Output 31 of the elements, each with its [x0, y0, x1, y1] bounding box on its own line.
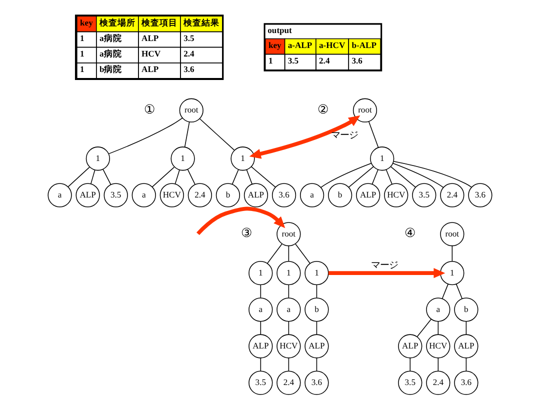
label: output: [267, 25, 292, 36]
label: ①: [143, 102, 154, 116]
label: 3.5: [183, 32, 194, 43]
label: b病院: [99, 64, 122, 74]
label: a病院: [99, 32, 122, 43]
label: b-ALP: [351, 40, 376, 50]
label: 2.4: [318, 55, 330, 66]
label: 検査項目: [141, 17, 178, 28]
label: 1: [80, 32, 84, 43]
label: key: [268, 40, 281, 50]
label: 3.6: [183, 64, 194, 74]
label: a-ALP: [287, 40, 312, 50]
label: ALP: [141, 32, 158, 43]
label: 3.5: [287, 55, 298, 66]
label: ②: [316, 102, 328, 116]
label: HCV: [141, 48, 160, 58]
label: 3.6: [351, 55, 362, 66]
label: 1: [80, 48, 84, 58]
label: ALP: [141, 64, 158, 74]
label: 2.4: [183, 48, 194, 58]
label: key: [80, 17, 92, 28]
label: 1: [268, 55, 272, 66]
edge-label: マージ: [330, 131, 358, 142]
label: a病院: [99, 48, 122, 58]
label: ④: [404, 226, 416, 240]
edge-label: マージ: [370, 261, 398, 272]
label: ③: [240, 226, 252, 240]
label: 検査結果: [183, 17, 220, 28]
label: 1: [80, 64, 84, 74]
label: 検査場所: [99, 17, 135, 28]
label: a-HCV: [318, 40, 345, 50]
